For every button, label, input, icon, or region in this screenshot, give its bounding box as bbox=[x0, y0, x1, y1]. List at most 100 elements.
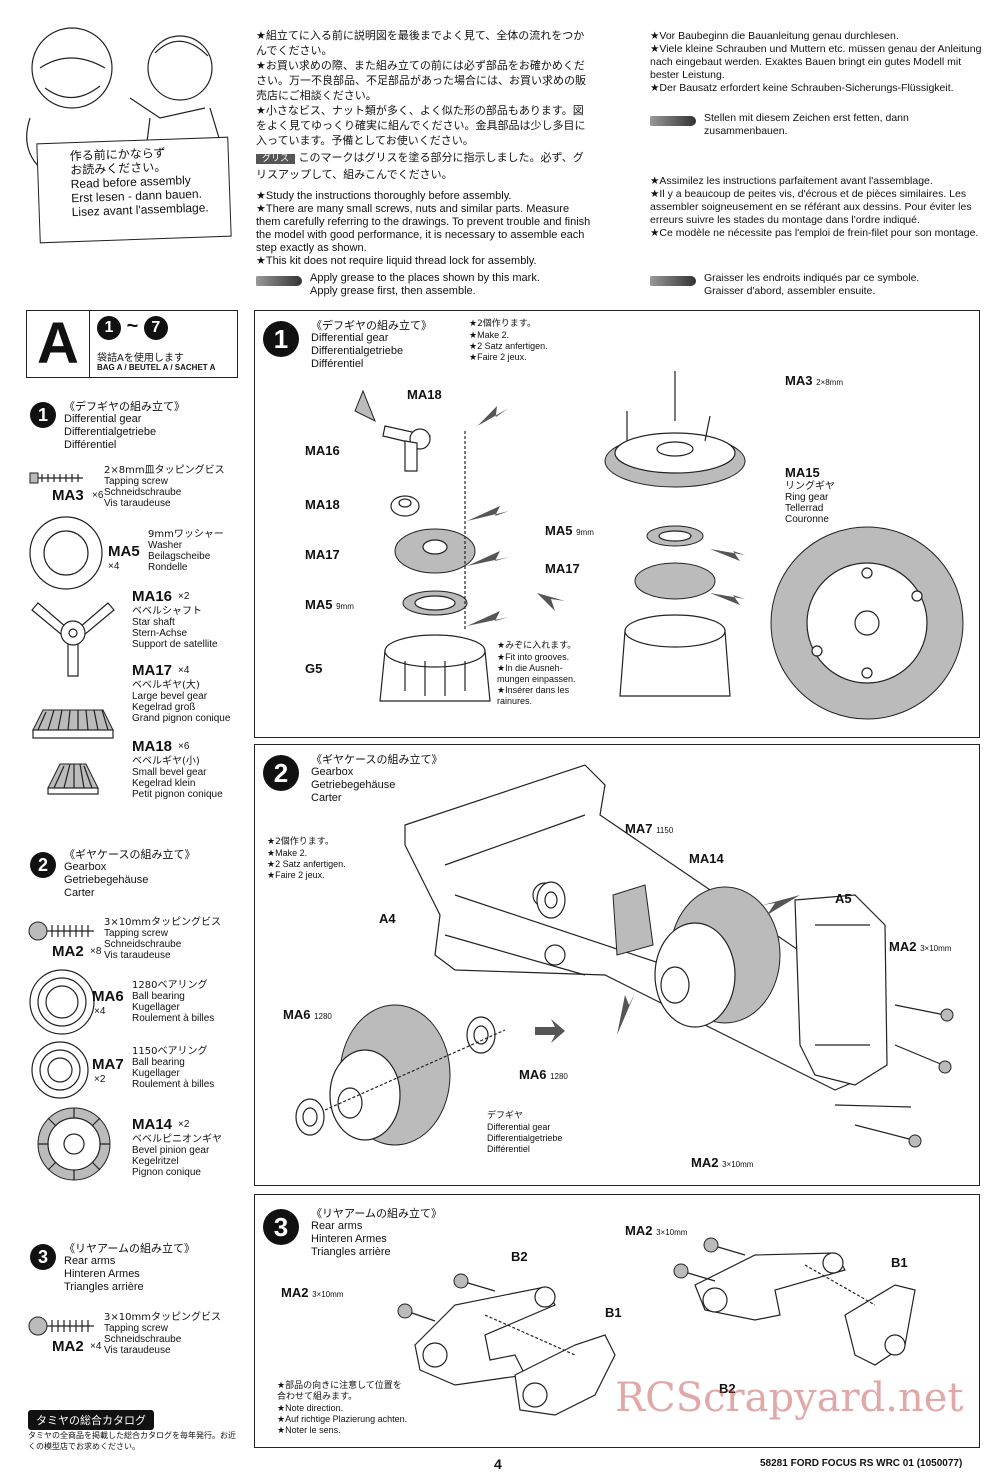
step1-title-jp: 《デフギヤの組み立て》 bbox=[311, 319, 432, 332]
part-qty: ×2 bbox=[178, 1119, 190, 1130]
en-instructions: ★Study the instructions thoroughly befor… bbox=[256, 190, 591, 267]
part-name-fr: Roulement à billes bbox=[132, 1079, 215, 1090]
part-code: MA6 bbox=[92, 988, 124, 1005]
rear-arm-right bbox=[694, 1252, 916, 1366]
sidebar-step2-title-fr: Carter bbox=[64, 887, 95, 899]
gearbox-case-a5 bbox=[794, 894, 888, 1086]
ring-gear-names: リングギヤ Ring gear Tellerrad Couronne bbox=[785, 481, 835, 525]
part-code: MA2 bbox=[52, 1338, 84, 1355]
dir-note-jp1: ★部品の向きに注意して位置を bbox=[277, 1381, 402, 1391]
bearing-icon bbox=[29, 969, 95, 1035]
make-note-en: ★Make 2. bbox=[469, 330, 510, 340]
label-b2-left: B2 bbox=[511, 1249, 528, 1264]
step1-title: 《デフギヤの組み立て》 Differential gear Differenti… bbox=[311, 319, 432, 371]
groove-note: ★みぞに入れます。 ★Fit into grooves. ★In die Aus… bbox=[497, 641, 576, 707]
step1-title-fr: Différentiel bbox=[311, 358, 364, 370]
part-name-de: Kugellager bbox=[132, 1068, 180, 1079]
groove-note-jp: ★みぞに入れます。 bbox=[497, 641, 577, 651]
sidebar-step1-title: 《デフギヤの組み立て》 Differential gear Differenti… bbox=[64, 400, 185, 452]
fr-grease-text: Graisser les endroits indiqués par ce sy… bbox=[704, 272, 920, 297]
sidebar-step1-title-de: Differentialgetriebe bbox=[64, 426, 157, 438]
step2-make-note: ★2個作ります。 ★Make 2. ★2 Satz anfertigen. ★F… bbox=[267, 837, 346, 881]
label-a5: A5 bbox=[835, 891, 852, 906]
bag-label: BAG A / BEUTEL A / SACHET A bbox=[97, 363, 216, 372]
bag-header: A 1 ~ 7 袋詰Aを使用します BAG A / BEUTEL A / SAC… bbox=[26, 310, 238, 378]
label-ma5r-size: 9mm bbox=[576, 528, 594, 537]
step3-diagram bbox=[397, 1237, 916, 1416]
step2-title-fr: Carter bbox=[311, 792, 342, 804]
dir-note-fr: ★Noter le sens. bbox=[277, 1425, 341, 1435]
label-ma5: MA5 9mm bbox=[305, 597, 354, 612]
part-name-de: Stern-Achse bbox=[132, 628, 188, 639]
label-ma7-code: MA7 bbox=[625, 821, 653, 836]
label-ma2-right-code: MA2 bbox=[625, 1223, 653, 1238]
fr-instructions: ★Assimilez les instructions parfaitement… bbox=[650, 175, 979, 239]
make-note-en: ★Make 2. bbox=[267, 848, 308, 858]
ring-gear-de: Tellerrad bbox=[785, 503, 824, 514]
label-ma2-bottom-size: 3×10mm bbox=[722, 1160, 754, 1169]
small-bevel-gear-icon bbox=[47, 763, 99, 795]
part-name-fr: Petit pignon conique bbox=[132, 789, 223, 800]
label-ma6-right: MA6 1280 bbox=[519, 1067, 568, 1082]
part-name-en: Ball bearing bbox=[132, 1057, 185, 1068]
ring-gear-jp: リングギヤ bbox=[785, 481, 835, 492]
de-grease-note: Stellen mit diesem Zeichen erst fetten, … bbox=[650, 112, 985, 138]
grease-tube-icon bbox=[650, 276, 696, 286]
part-name-de: Schneidschraube bbox=[104, 939, 182, 950]
part-spec: 9mmワッシャー bbox=[148, 529, 224, 540]
make-note-jp: ★2個作ります。 bbox=[469, 319, 536, 329]
label-ma2-top-size: 3×10mm bbox=[920, 944, 952, 953]
part-name-fr: Roulement à billes bbox=[132, 1013, 215, 1024]
screw-icon bbox=[28, 921, 94, 941]
diff-note-en: Differential gear bbox=[487, 1122, 551, 1132]
label-ma14: MA14 bbox=[689, 851, 724, 866]
part-name-fr: Grand pignon conique bbox=[132, 713, 231, 724]
part-name-fr: Pignon conique bbox=[132, 1167, 201, 1178]
groove-note-fr1: ★Insérer dans les bbox=[497, 685, 570, 695]
step2-title: 《ギヤケースの組み立て》 Gearbox Getriebegehäuse Car… bbox=[311, 753, 442, 805]
part-name-en: Small bevel gear bbox=[132, 767, 207, 778]
part-name-fr: Vis taraudeuse bbox=[104, 498, 171, 509]
part-qty: ×4 bbox=[178, 665, 190, 676]
grease-arrows-right bbox=[710, 549, 745, 605]
label-ma6-left-size: 1280 bbox=[314, 1012, 332, 1021]
part-ma6: MA6 ×4 1280ベアリング Ball bearing Kugellager… bbox=[28, 968, 238, 1038]
part-info: 9mmワッシャー Washer Beilagscheibe Rondelle bbox=[148, 529, 224, 573]
part-code: MA3 bbox=[52, 487, 84, 504]
sidebar-step1-title-en: Differential gear bbox=[64, 413, 142, 425]
catalog-banner: タミヤの総合カタログ bbox=[28, 1410, 154, 1430]
sidebar-step2-number: 2 bbox=[30, 852, 56, 878]
de-instructions: ★Vor Baubeginn die Bauanleitung genau du… bbox=[650, 30, 982, 94]
grease-tube-icon bbox=[256, 276, 302, 286]
part-name-en: Ball bearing bbox=[132, 991, 185, 1002]
label-ma3-code: MA3 bbox=[785, 373, 813, 388]
make-note-fr: ★Faire 2 jeux. bbox=[469, 352, 527, 362]
label-ma2-top-code: MA2 bbox=[889, 939, 917, 954]
make-note-de: ★2 Satz anfertigen. bbox=[469, 341, 548, 351]
label-ma6-right-code: MA6 bbox=[519, 1067, 547, 1082]
sidebar-step3-title: 《リヤアームの組み立て》 Rear arms Hinteren Armes Tr… bbox=[64, 1242, 195, 1294]
pinion-ma14 bbox=[612, 884, 654, 956]
step1-make-note: ★2個作ります。 ★Make 2. ★2 Satz anfertigen. ★F… bbox=[469, 319, 548, 363]
part-qty: ×4 bbox=[90, 1341, 102, 1352]
label-ma15: MA15 bbox=[785, 465, 820, 480]
part-ma5: MA5 ×4 9mmワッシャー Washer Beilagscheibe Ron… bbox=[28, 515, 238, 590]
sidebar-step2-title-jp: 《ギヤケースの組み立て》 bbox=[64, 848, 196, 861]
notice-box: 作る前にかならず お読みください。 Read before assembly E… bbox=[36, 136, 232, 244]
direction-arrow bbox=[535, 1019, 565, 1043]
part-ma17: MA17 ×4 ベベルギヤ(大) Large bevel gear Kegelr… bbox=[28, 662, 238, 739]
part-qty: ×2 bbox=[94, 1074, 106, 1085]
part-qty: ×4 bbox=[94, 1006, 106, 1017]
diff-note-jp: デフギヤ bbox=[487, 1111, 524, 1121]
bearing-ma6-right bbox=[466, 1016, 496, 1054]
large-bevel-gear-icon bbox=[32, 709, 114, 739]
sidebar-step3-title-fr: Triangles arrière bbox=[64, 1281, 144, 1293]
part-spec: 2×8mm皿タッピングビス bbox=[104, 465, 225, 476]
diff-case-drawing bbox=[379, 634, 491, 702]
part-qty: ×4 bbox=[108, 561, 120, 572]
label-ma5r-code: MA5 bbox=[545, 523, 573, 538]
jp-grease-note: グリス このマークはグリスを塗る部分に指示しました。必ず、グリスアップして、組み… bbox=[256, 150, 591, 182]
bearing-icon bbox=[31, 1041, 89, 1099]
part-name-en: Star shaft bbox=[132, 617, 175, 628]
part-ma14: MA14 ×2 ベベルピニオンギヤ Bevel pinion gear Kege… bbox=[28, 1106, 238, 1182]
